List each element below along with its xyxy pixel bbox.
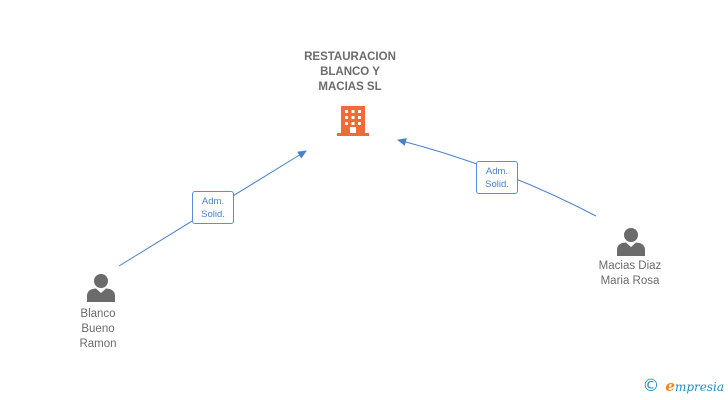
role-label-macias[interactable]: Adm. Solid. — [476, 161, 518, 194]
footer: © empresia — [642, 376, 724, 396]
copyright-icon: © — [642, 376, 660, 396]
role-label-blanco[interactable]: Adm. Solid. — [192, 191, 234, 224]
person-icon[interactable] — [86, 272, 116, 302]
brand-name: mpresia — [674, 380, 724, 394]
company-name[interactable]: RESTAURACION BLANCO Y MACIAS SL — [304, 51, 396, 93]
person-name-macias[interactable]: Macias Diaz Maria Rosa — [598, 260, 662, 287]
brand-initial: e — [665, 377, 675, 395]
building-icon[interactable] — [336, 105, 370, 137]
person-icon[interactable] — [616, 226, 646, 256]
person-name-blanco[interactable]: Blanco Bueno Ramon — [79, 308, 117, 350]
brand-logo[interactable]: empresia — [665, 377, 724, 395]
